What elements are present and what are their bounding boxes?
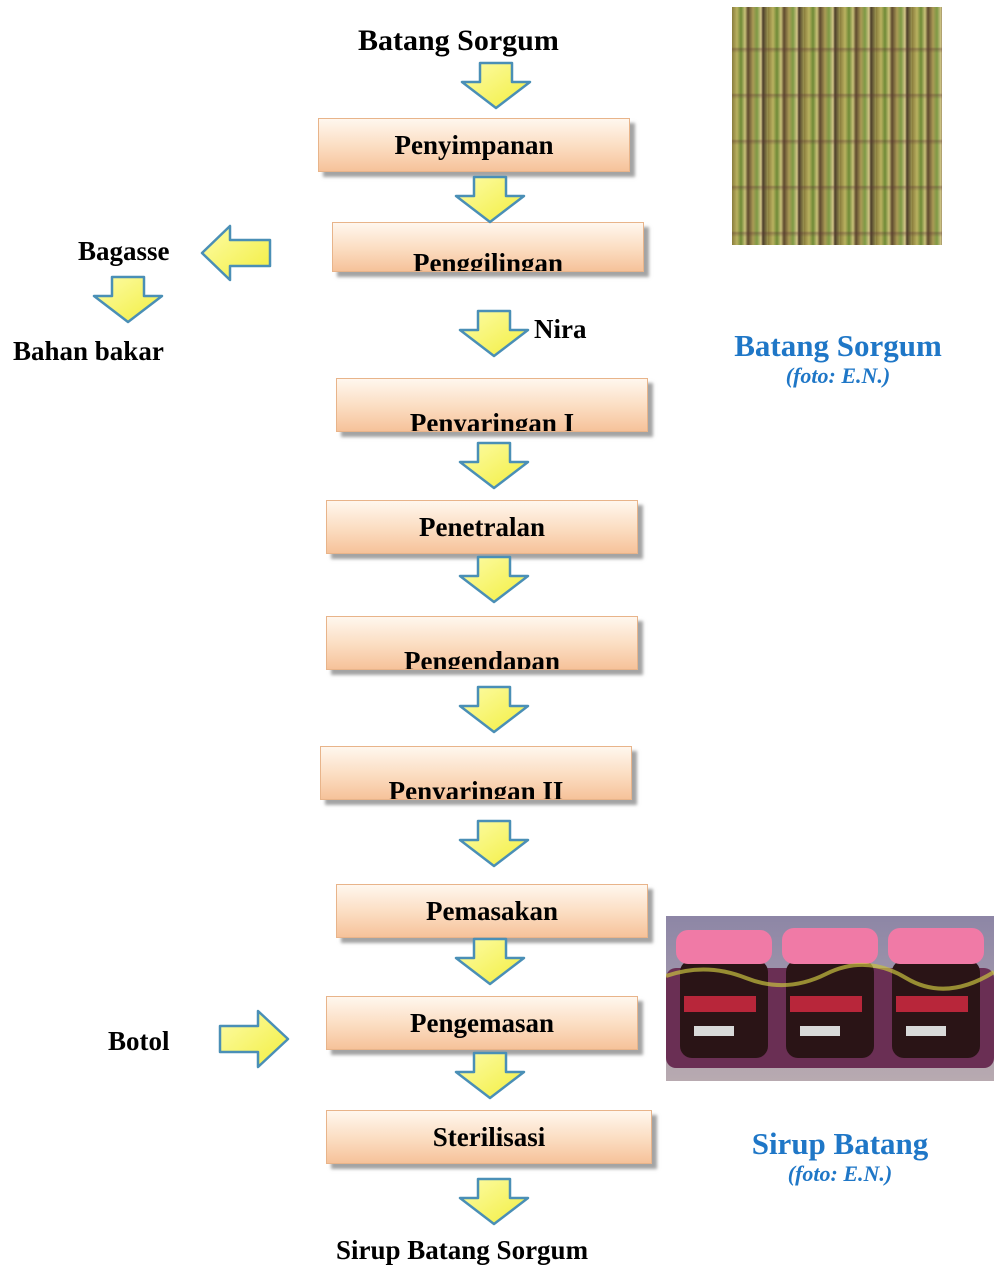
sorghum-photo-caption: Batang Sorgum (foto: E.N.)	[734, 328, 942, 388]
syrup-jars-photo	[666, 916, 994, 1081]
botol-label: Botol	[108, 1026, 170, 1056]
arrow-down-icon	[458, 685, 530, 734]
step-pengemasan: Pengemasan	[326, 996, 638, 1050]
arrow-down-icon	[92, 275, 164, 324]
arrow-down-icon	[458, 1177, 530, 1226]
arrow-down-icon	[454, 937, 526, 986]
flow-start-label: Batang Sorgum	[358, 24, 559, 57]
arrow-down-icon	[460, 61, 532, 110]
arrow-down-icon	[454, 175, 526, 224]
step-penetralan: Penetralan	[326, 500, 638, 554]
arrow-down-icon	[458, 819, 530, 868]
bagasse-label: Bagasse	[78, 236, 170, 266]
step-penyaringan-2: Penyaringan II	[320, 746, 632, 800]
sorghum-stalk-photo	[732, 7, 942, 245]
bahan-bakar-label: Bahan bakar	[13, 336, 164, 366]
step-penggilingan: Penggilingan	[332, 222, 644, 272]
arrow-down-icon	[458, 555, 530, 604]
step-pengendapan: Pengendapan	[326, 616, 638, 670]
arrow-down-icon	[458, 441, 530, 490]
arrow-down-icon	[454, 1051, 526, 1100]
step-sterilisasi: Sterilisasi	[326, 1110, 652, 1164]
syrup-photo-caption: Sirup Batang (foto: E.N.)	[751, 1126, 929, 1186]
flow-end-label: Sirup Batang Sorgum	[336, 1235, 589, 1265]
step-penyaringan-1: Penyaringan I	[336, 378, 648, 432]
arrow-left-icon	[200, 224, 272, 282]
nira-label: Nira	[534, 314, 587, 344]
step-pemasakan: Pemasakan	[336, 884, 648, 938]
step-penyimpanan: Penyimpanan	[318, 118, 630, 172]
arrow-down-icon	[458, 309, 530, 358]
arrow-right-icon	[218, 1009, 290, 1069]
